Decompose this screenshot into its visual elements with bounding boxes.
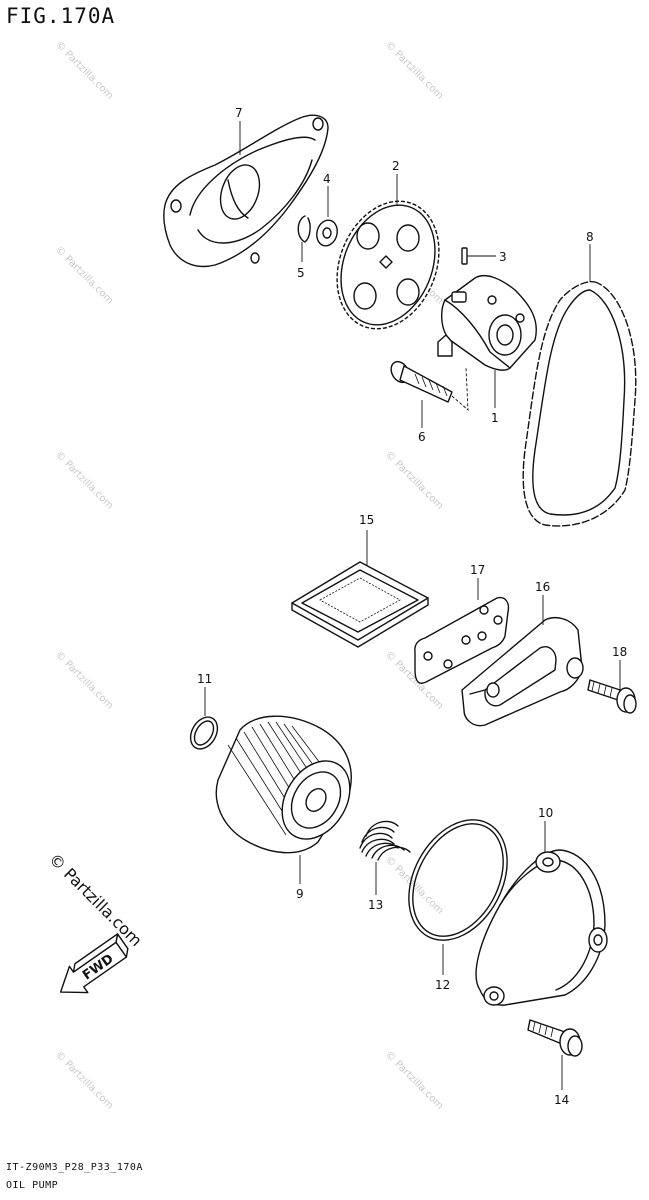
watermark: © Partzilla.com xyxy=(383,39,445,101)
part-label-14: 14 xyxy=(554,1093,569,1107)
watermark: © Partzilla.com xyxy=(383,449,445,511)
part-label-1: 1 xyxy=(491,411,499,425)
o-ring-small[interactable] xyxy=(185,712,223,753)
watermark: © Partzilla.com xyxy=(53,244,115,306)
footer-name: OIL PUMP xyxy=(6,1180,59,1191)
part-label-9: 9 xyxy=(296,887,304,901)
oil-pump-gear[interactable] xyxy=(319,186,457,344)
footer-code: IT-Z90M3_P28_P33_170A xyxy=(6,1162,143,1173)
part-label-4: 4 xyxy=(323,172,331,186)
gasket[interactable] xyxy=(414,596,510,684)
drive-chain[interactable] xyxy=(522,281,637,527)
pin[interactable] xyxy=(461,247,468,265)
spring[interactable] xyxy=(359,820,411,861)
part-label-8: 8 xyxy=(586,230,594,244)
part-label-6: 6 xyxy=(418,430,426,444)
part-label-12: 12 xyxy=(435,978,450,992)
part-label-2: 2 xyxy=(392,159,400,173)
oil-filter[interactable] xyxy=(215,715,363,854)
watermark: © Partzilla.com xyxy=(53,1049,115,1111)
part-label-18: 18 xyxy=(612,645,627,659)
cover-bolt[interactable] xyxy=(587,679,637,714)
leader-lines xyxy=(204,121,621,1090)
filter-cap[interactable] xyxy=(475,849,608,1006)
figure-title: FIG.170A xyxy=(6,4,116,28)
part-label-10: 10 xyxy=(538,806,553,820)
cap-bolt[interactable] xyxy=(527,1019,583,1057)
partzilla-watermark: © Partzilla.com xyxy=(45,849,146,950)
part-label-13: 13 xyxy=(368,898,383,912)
circlip[interactable] xyxy=(297,215,311,243)
watermark: © Partzilla.com xyxy=(53,449,115,511)
oil-pump[interactable] xyxy=(437,274,537,371)
part-label-3: 3 xyxy=(499,250,507,264)
strainer[interactable] xyxy=(291,561,429,648)
gear-cover[interactable] xyxy=(163,114,329,268)
part-labels: 7 2 4 5 3 8 1 6 15 17 16 18 11 10 9 13 1… xyxy=(197,106,627,1107)
part-label-11: 11 xyxy=(197,672,212,686)
fwd-arrow-icon: FWD xyxy=(59,933,129,994)
part-label-7: 7 xyxy=(235,106,243,120)
watermark: © Partzilla.com xyxy=(53,39,115,101)
o-ring-large[interactable] xyxy=(389,803,527,957)
strainer-cover[interactable] xyxy=(461,617,584,727)
part-label-5: 5 xyxy=(297,266,305,280)
part-label-16: 16 xyxy=(535,580,550,594)
part-label-17: 17 xyxy=(470,563,485,577)
part-label-15: 15 xyxy=(359,513,374,527)
watermark: © Partzilla.com xyxy=(383,1049,445,1111)
watermark: © Partzilla.com xyxy=(53,649,115,711)
washer[interactable] xyxy=(314,218,340,248)
screw[interactable] xyxy=(388,358,469,412)
